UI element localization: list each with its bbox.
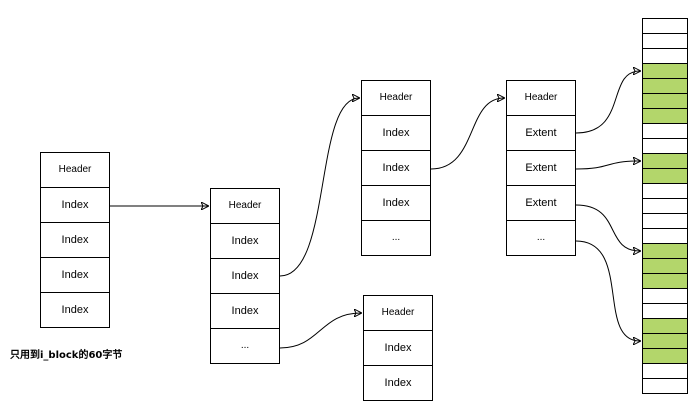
index-entry: Index (40, 222, 110, 258)
disk-block-free (642, 213, 688, 229)
arrow-level1-to-level2-lower (279, 313, 361, 349)
index-entry: Index (40, 187, 110, 223)
node-header: Header (363, 295, 433, 331)
index-entry: Index (361, 185, 431, 221)
index-entry: Index (40, 292, 110, 328)
root-index-node: Header Index Index Index Index (40, 152, 110, 328)
node-header: Header (506, 80, 576, 116)
disk-block-used (642, 318, 688, 334)
arrow-extent1-to-blocks (575, 71, 640, 134)
disk-block-used (642, 243, 688, 259)
arrow-ellipsis-to-blocks (575, 240, 640, 341)
arrow-extent2-to-blocks (575, 161, 640, 170)
extent-entry: Extent (506, 150, 576, 186)
disk-block-used (642, 93, 688, 109)
node-header: Header (210, 188, 280, 224)
root-node-caption: 只用到i_block的60字节 (10, 350, 123, 361)
node-header: Header (40, 152, 110, 188)
disk-block-free (642, 48, 688, 64)
disk-block-free (642, 363, 688, 379)
disk-block-used (642, 153, 688, 169)
node-header: Header (361, 80, 431, 116)
disk-block-used (642, 108, 688, 124)
disk-block-free (642, 123, 688, 139)
index-entry: Index (361, 115, 431, 151)
disk-block-free (642, 138, 688, 154)
leaf-extent-node: Header Extent Extent Extent ... (506, 80, 576, 256)
index-entry: Index (361, 150, 431, 186)
level2-lower-index-node: Header Index Index (363, 295, 433, 401)
disk-block-used (642, 273, 688, 289)
disk-block-free (642, 198, 688, 214)
extent-entry: Extent (506, 185, 576, 221)
index-entry: Index (363, 365, 433, 401)
disk-block-used (642, 348, 688, 364)
extent-entry: Extent (506, 115, 576, 151)
more-entries: ... (210, 328, 280, 364)
level2-upper-index-node: Header Index Index Index ... (361, 80, 431, 256)
arrow-level1-to-level2-upper (279, 98, 359, 277)
disk-block-free (642, 183, 688, 199)
disk-block-free (642, 18, 688, 34)
index-entry: Index (210, 258, 280, 294)
index-entry: Index (210, 223, 280, 259)
disk-block-free (642, 228, 688, 244)
index-entry: Index (363, 330, 433, 366)
disk-block-column (642, 18, 688, 394)
more-entries: ... (506, 220, 576, 256)
more-entries: ... (361, 220, 431, 256)
arrow-level2-to-leaf (430, 98, 504, 170)
level1-index-node: Header Index Index Index ... (210, 188, 280, 364)
disk-block-used (642, 258, 688, 274)
disk-block-free (642, 288, 688, 304)
disk-block-used (642, 168, 688, 184)
arrow-extent3-to-blocks (575, 204, 640, 251)
disk-block-used (642, 333, 688, 349)
index-entry: Index (40, 257, 110, 293)
disk-block-free (642, 33, 688, 49)
disk-block-used (642, 63, 688, 79)
disk-block-used (642, 78, 688, 94)
disk-block-free (642, 378, 688, 394)
index-entry: Index (210, 293, 280, 329)
disk-block-free (642, 303, 688, 319)
